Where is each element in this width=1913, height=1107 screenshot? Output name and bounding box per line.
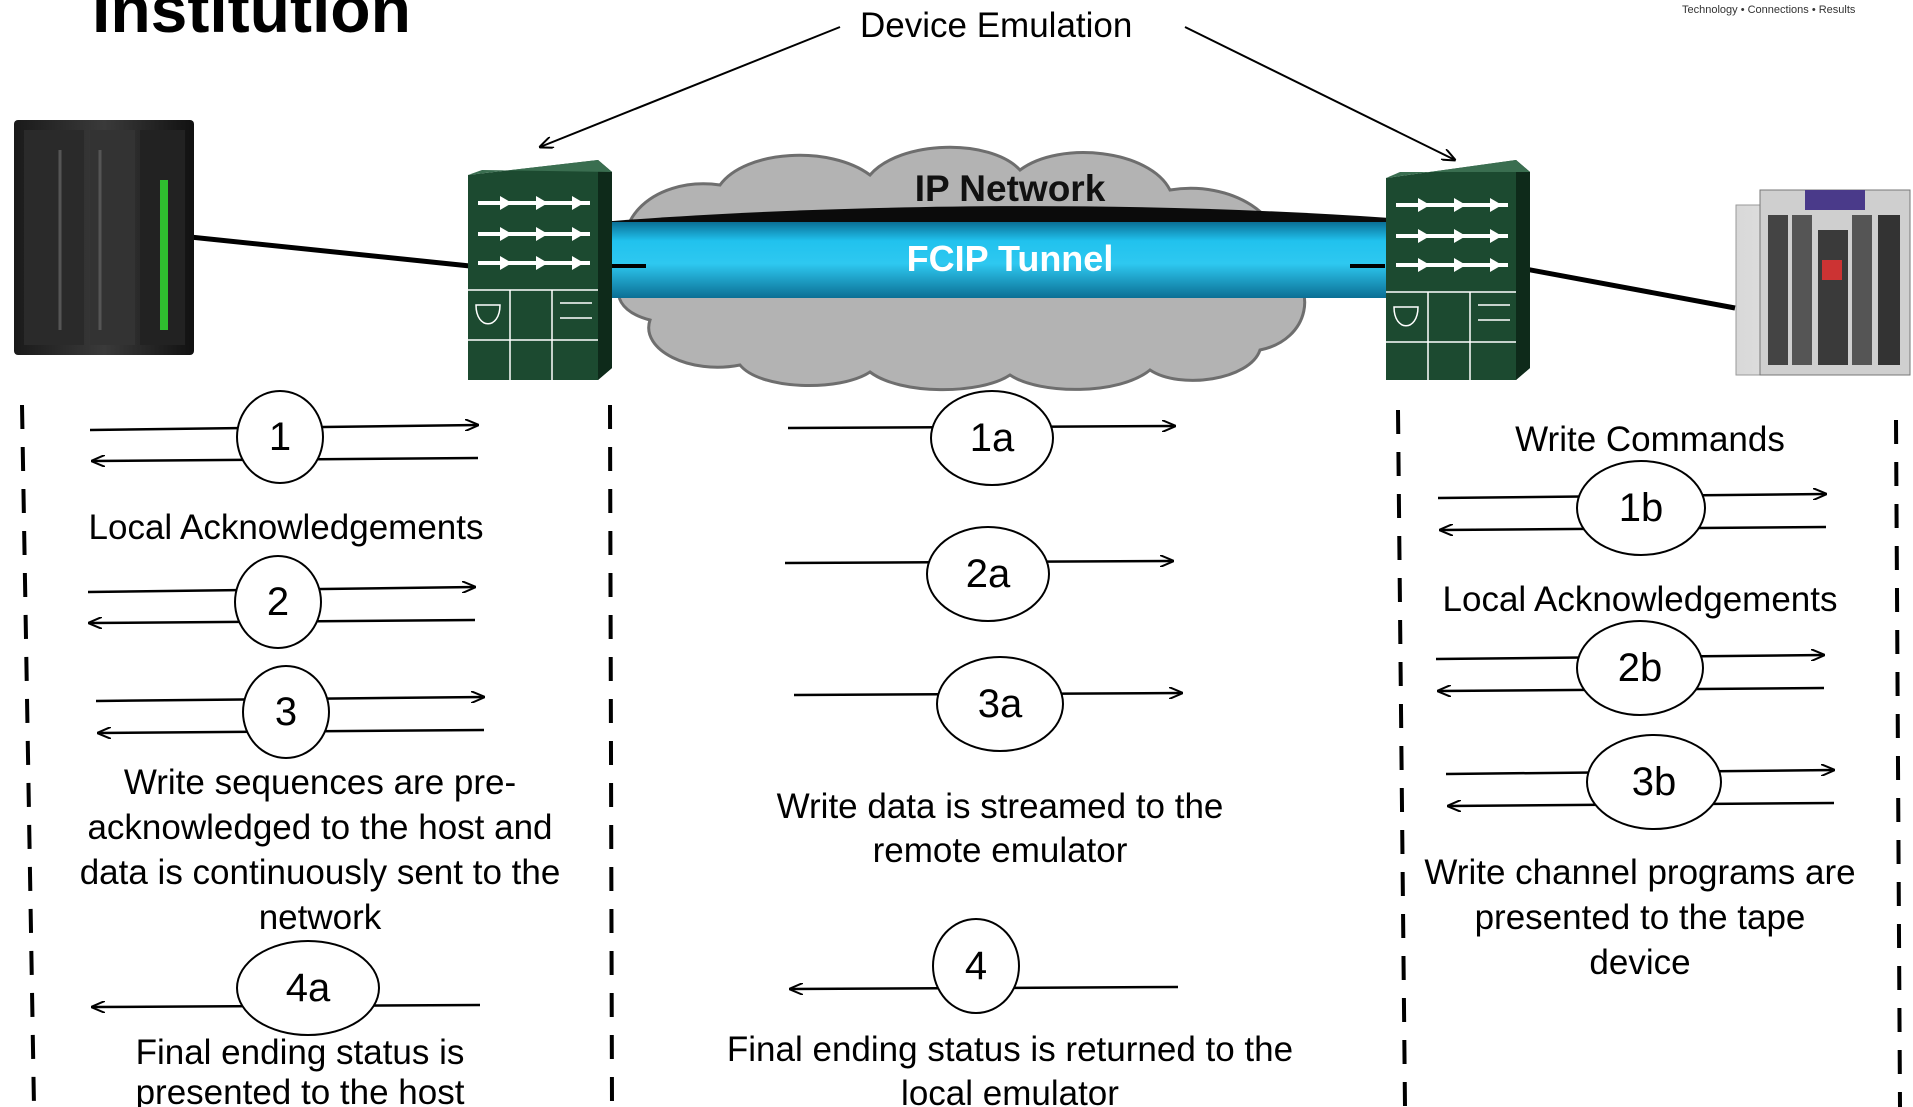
fcip-tunnel-label: FCIP Tunnel [906, 238, 1114, 279]
step-4a-ellipse: 4a [236, 940, 380, 1036]
device-emulation-left-pointer [540, 26, 841, 147]
right-emulator-switch [1386, 160, 1530, 380]
page-title: Institution [92, 0, 411, 46]
step-1-circle: 1 [236, 390, 324, 484]
step-4-circle: 4 [932, 918, 1020, 1014]
tape-local-ack-label: Local Acknowledgements [1442, 580, 1838, 619]
step-2b-ellipse: 2b [1576, 620, 1704, 716]
ip-network-label: IP Network [914, 168, 1106, 209]
step-3a-ellipse: 3a [936, 656, 1064, 752]
network-description: Write data is streamed to the remote emu… [776, 787, 1224, 870]
tape-library-image [1735, 189, 1911, 376]
host-link-line [189, 234, 471, 269]
network-final-description: Final ending status is returned to the l… [726, 1030, 1294, 1107]
step-2-circle: 2 [234, 555, 322, 649]
tape-side-description: Write channel programs are presented to … [1424, 853, 1856, 982]
fcip-tunnel [600, 206, 1400, 298]
host-side-description: Write sequences are pre-acknowledged to … [79, 763, 561, 937]
host-local-ack-label: Local Acknowledgements [88, 508, 484, 547]
left-emulator-switch [468, 160, 612, 380]
write-commands-label: Write Commands [1515, 420, 1785, 459]
device-emulation-right-pointer [1184, 26, 1455, 160]
device-emulation-label: Device Emulation [860, 6, 1133, 45]
mainframe-host-image [14, 120, 194, 355]
step-2a-ellipse: 2a [926, 526, 1050, 622]
step-1a-ellipse: 1a [930, 390, 1054, 486]
step-1b-ellipse: 1b [1576, 460, 1706, 556]
brand-tagline: Technology • Connections • Results [1682, 4, 1856, 16]
tape-link-line [1519, 265, 1736, 311]
step-3-circle: 3 [242, 665, 330, 759]
boundary-lines [20, 404, 1902, 1107]
step-3b-ellipse: 3b [1586, 734, 1722, 830]
host-final-description: Final ending status is presented to the … [135, 1033, 465, 1107]
